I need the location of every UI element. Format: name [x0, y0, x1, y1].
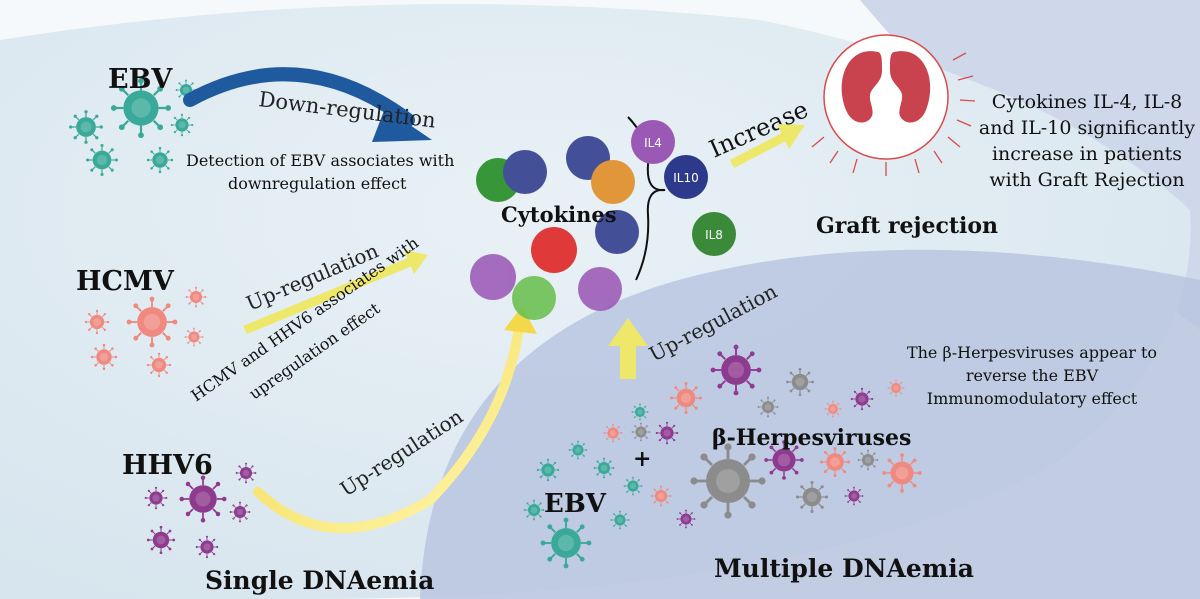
cytokine-purple-1 — [470, 254, 516, 300]
increase-arrowhead — [777, 124, 805, 149]
multiple-dnaemia-label: Multiple DNAemia — [714, 554, 974, 583]
il4-label: IL4 — [644, 136, 662, 150]
cytokine-green-light — [512, 276, 556, 320]
cytokine-red — [531, 227, 577, 273]
il10-label: IL10 — [673, 171, 699, 185]
graft-rejection-label: Graft rejection — [816, 213, 998, 239]
ebv-bottom-label: EBV — [544, 489, 607, 519]
cytokine-cluster — [470, 136, 639, 320]
cytokine-note-line4: with Graft Rejection — [989, 169, 1184, 191]
hhv6-up-regulation-arrowhead — [504, 306, 537, 334]
hcmv-up-regulation-arrowhead — [404, 250, 428, 274]
plus-sign: + — [633, 446, 651, 472]
il8-circle — [692, 212, 736, 256]
hcmv-up-regulation-arrow — [243, 257, 412, 335]
hhv6-up-regulation-arrow — [253, 315, 525, 534]
beta-note-line1: The β-Herpesviruses appear to — [907, 343, 1157, 362]
kidney-icon — [811, 34, 976, 176]
beta-note-line2: reverse the EBV — [966, 366, 1099, 385]
multi-up-regulation-arrowhead — [608, 318, 648, 346]
beta-note-line3: Immunomodulatory effect — [927, 389, 1138, 408]
il10-circle — [664, 155, 708, 199]
ebv-top-label: EBV — [108, 64, 173, 95]
cytokine-note-line3: increase in patients — [992, 143, 1182, 165]
cytokine-navy-3 — [595, 210, 639, 254]
hcmv-label: HCMV — [76, 266, 175, 297]
multi-up-regulation-arrow — [620, 343, 636, 379]
cytokine-orange — [591, 160, 635, 204]
beta-herpesviruses-label: β-Herpesviruses — [712, 425, 911, 451]
cytokines-label: Cytokines — [501, 202, 617, 227]
down-regulation-arrow — [183, 67, 415, 127]
cytokine-purple-2 — [578, 267, 622, 311]
single-dnaemia-label: Single DNAemia — [205, 566, 434, 595]
hhv6-label: HHV6 — [122, 450, 213, 481]
down-regulation-arrowhead — [372, 108, 432, 142]
cytokine-navy-1 — [503, 150, 547, 194]
cytokine-note-line2: and IL-10 significantly — [979, 117, 1195, 139]
il8-label: IL8 — [705, 228, 723, 242]
il4-circle — [631, 120, 675, 164]
increase-arrow — [729, 133, 787, 168]
ebv-note-line2: downregulation effect — [228, 174, 407, 193]
ebv-note-line1: Detection of EBV associates with — [186, 151, 454, 170]
cytokine-note-line1: Cytokines IL-4, IL-8 — [992, 91, 1183, 113]
